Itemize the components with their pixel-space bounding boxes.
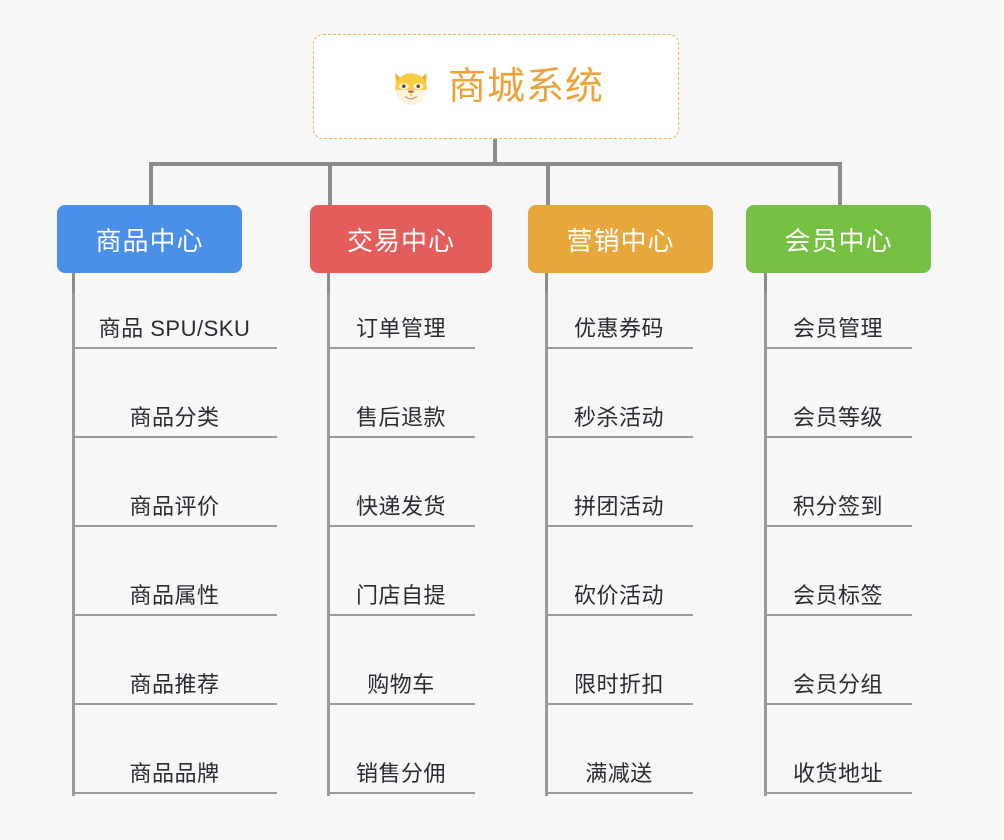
leaf-item-label: 秒杀活动 (573, 405, 664, 430)
connector-stem-0 (72, 273, 75, 293)
leaf-item-label: 购物车 (367, 672, 435, 697)
category-card-label: 交易中心 (346, 225, 455, 256)
category-card-3[interactable]: 会员中心 (746, 205, 931, 273)
connector-drop-1 (328, 162, 332, 205)
category-card-label: 会员中心 (784, 225, 893, 256)
leaf-item[interactable]: 优惠券码 (545, 293, 693, 349)
leaf-item[interactable]: 商品分类 (72, 382, 277, 438)
leaf-item-label: 商品 SPU/SKU (98, 316, 251, 341)
leaf-item-label: 商品品牌 (129, 761, 220, 786)
category-card-1[interactable]: 交易中心 (310, 205, 492, 273)
connector-stem-2 (545, 273, 548, 293)
leaf-item[interactable]: 购物车 (327, 649, 475, 705)
category-card-0[interactable]: 商品中心 (57, 205, 242, 273)
shiba-dog-icon (395, 72, 427, 105)
leaf-item-label: 门店自提 (355, 583, 446, 608)
leaf-item[interactable]: 商品评价 (72, 471, 277, 527)
leaf-column-spine (545, 293, 548, 796)
connector-drop-3 (838, 162, 842, 205)
leaf-item-label: 快递发货 (355, 494, 446, 519)
connector-stem-3 (764, 273, 767, 293)
leaf-column-spine (764, 293, 767, 796)
leaf-column-1: 订单管理售后退款快递发货门店自提购物车销售分佣 (327, 293, 475, 796)
root-node-card[interactable]: 商城系统 (313, 34, 679, 139)
leaf-item[interactable]: 拼团活动 (545, 471, 693, 527)
leaf-item[interactable]: 销售分佣 (327, 738, 475, 794)
leaf-item[interactable]: 会员标签 (764, 560, 912, 616)
leaf-item-label: 优惠券码 (573, 316, 664, 341)
leaf-item[interactable]: 会员等级 (764, 382, 912, 438)
leaf-item[interactable]: 秒杀活动 (545, 382, 693, 438)
leaf-item[interactable]: 收货地址 (764, 738, 912, 794)
leaf-item-label: 售后退款 (355, 405, 446, 430)
leaf-item-label: 会员标签 (792, 583, 883, 608)
leaf-item[interactable]: 满减送 (545, 738, 693, 794)
leaf-column-spine (72, 293, 75, 796)
root-node-title: 商城系统 (447, 65, 604, 108)
leaf-item-label: 商品评价 (129, 494, 220, 519)
leaf-item[interactable]: 商品品牌 (72, 738, 277, 794)
leaf-column-0: 商品 SPU/SKU 商品分类商品评价商品属性商品推荐商品品牌 (72, 293, 277, 796)
category-card-label: 营销中心 (566, 225, 675, 256)
leaf-item-label: 会员等级 (792, 405, 883, 430)
leaf-item-label: 会员分组 (792, 672, 883, 697)
connector-stem-1 (327, 273, 330, 293)
leaf-item[interactable]: 商品推荐 (72, 649, 277, 705)
leaf-item-label: 会员管理 (792, 316, 883, 341)
leaf-item[interactable]: 积分签到 (764, 471, 912, 527)
leaf-item[interactable]: 商品属性 (72, 560, 277, 616)
leaf-column-2: 优惠券码秒杀活动拼团活动砍价活动限时折扣满减送 (545, 293, 693, 796)
leaf-item-label: 销售分佣 (355, 761, 446, 786)
leaf-item-label: 砍价活动 (573, 583, 664, 608)
leaf-item[interactable]: 限时折扣 (545, 649, 693, 705)
leaf-item[interactable]: 会员管理 (764, 293, 912, 349)
leaf-item[interactable]: 会员分组 (764, 649, 912, 705)
leaf-item[interactable]: 商品 SPU/SKU (72, 293, 277, 349)
leaf-item-label: 满减送 (585, 761, 653, 786)
leaf-item-label: 限时折扣 (573, 672, 664, 697)
leaf-column-spine (327, 293, 330, 796)
leaf-item[interactable]: 快递发货 (327, 471, 475, 527)
category-card-label: 商品中心 (95, 225, 204, 256)
leaf-item-label: 拼团活动 (573, 494, 664, 519)
leaf-column-3: 会员管理会员等级积分签到会员标签会员分组收货地址 (764, 293, 912, 796)
leaf-item-label: 商品属性 (129, 583, 220, 608)
connector-drop-0 (149, 162, 153, 205)
leaf-item-label: 收货地址 (792, 761, 883, 786)
connector-horizontal-bus (150, 162, 842, 166)
leaf-item[interactable]: 门店自提 (327, 560, 475, 616)
leaf-item-label: 商品推荐 (129, 672, 220, 697)
leaf-item[interactable]: 砍价活动 (545, 560, 693, 616)
leaf-item[interactable]: 订单管理 (327, 293, 475, 349)
leaf-item-label: 订单管理 (355, 316, 446, 341)
connector-root-vertical (493, 139, 497, 166)
leaf-item-label: 商品分类 (129, 405, 220, 430)
leaf-item-label: 积分签到 (792, 494, 883, 519)
category-card-2[interactable]: 营销中心 (528, 205, 713, 273)
leaf-item[interactable]: 售后退款 (327, 382, 475, 438)
connector-drop-2 (546, 162, 550, 205)
